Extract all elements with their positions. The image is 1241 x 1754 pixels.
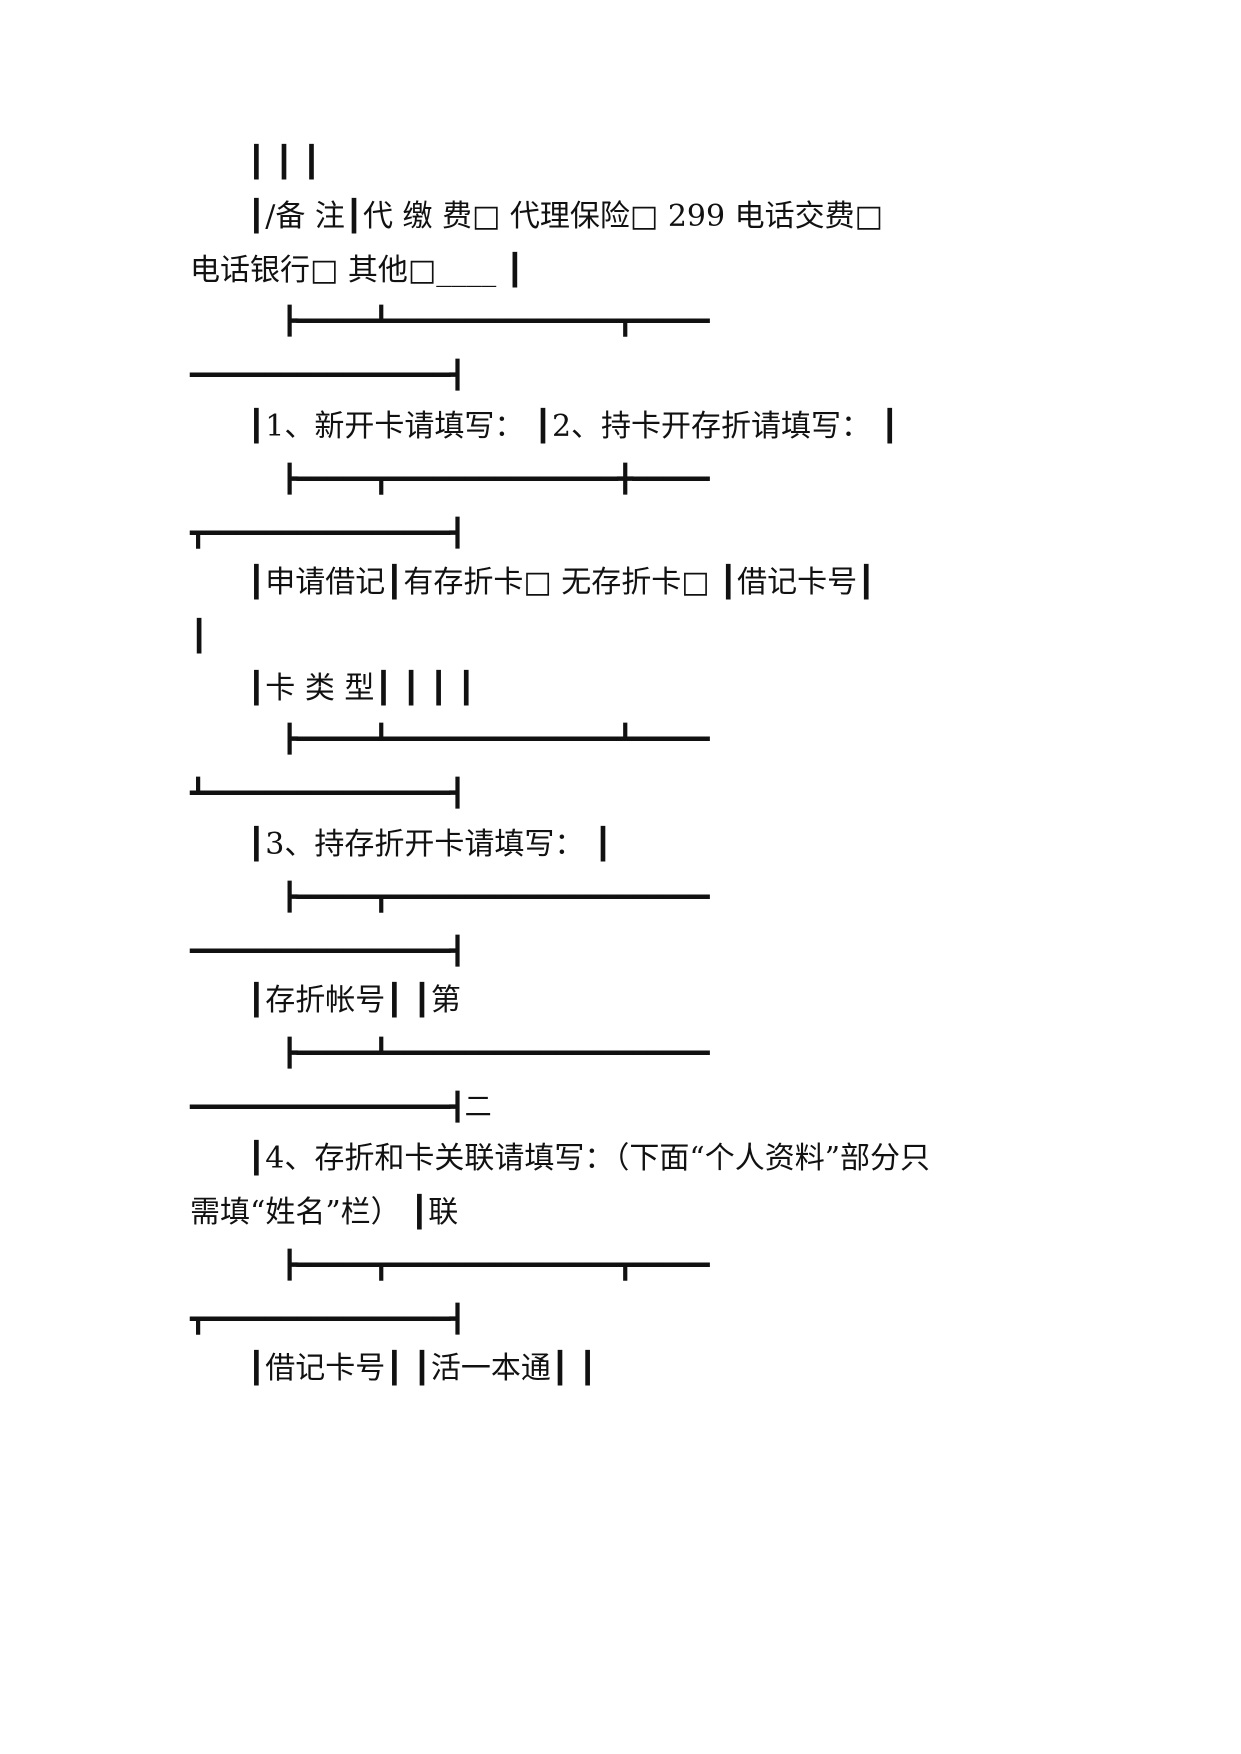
text-line: ┃3、持存折开卡请填写： ┃ [190,827,612,862]
table-border-line: ┣━━━━━┻━━━━━━━━━━━━━━━┻━━━━━ [190,724,710,755]
table-border-line: ┳━━━━━━━━━━━━━━━━┫ [190,518,466,549]
table-border-line: ┣━━━━━┻━━━━━━━━━━━━━━━━━━━━━ [190,1038,710,1069]
text-line: 需填“姓名”栏） ┃联 [190,1195,459,1230]
table-border-line: ┣━━━━━┳━━━━━━━━━━━━━━━┳━━━━━ [190,1250,710,1281]
text-line: ┃ ┃ ┃ [190,145,321,180]
text-line: ┃ [190,619,209,654]
table-border-line: ┣━━━━━┳━━━━━━━━━━━━━━━━━━━━━ [190,882,710,913]
table-border-line: ━━━━━━━━━━━━━━━━━┫ [190,360,466,391]
text-line: ┃卡 类 型┃ ┃ ┃ ┃ [190,671,476,706]
text-line: ┃/备 注┃代 缴 费□ 代理保险□ 299 电话交费□ [190,199,883,234]
text-line: ┃存折帐号┃ ┃第 [190,983,461,1018]
table-border-line: ┻━━━━━━━━━━━━━━━━┫ [190,778,466,809]
text-line: ┃1、新开卡请填写： ┃2、持卡开存折请填写： ┃ [190,409,899,444]
text-line: ┃借记卡号┃ ┃活一本通┃ ┃ [190,1351,597,1386]
text-line: ┃申请借记┃有存折卡□ 无存折卡□ ┃借记卡号┃ [190,565,876,600]
table-border-line: ┣━━━━━┳━━━━━━━━━━━━━━━╋━━━━━ [190,464,710,495]
text-line: 电话银行□ 其他□____ ┃ [190,253,524,288]
table-border-line: ━━━━━━━━━━━━━━━━━┫二 [190,1092,492,1123]
text-line: ┃4、存折和卡关联请填写：（下面“个人资料”部分只 [190,1141,931,1176]
table-border-line: ━━━━━━━━━━━━━━━━━┫ [190,936,466,967]
table-border-line: ┣━━━━━┻━━━━━━━━━━━━━━━┳━━━━━ [190,306,710,337]
table-border-line: ┳━━━━━━━━━━━━━━━━┫ [190,1304,466,1335]
